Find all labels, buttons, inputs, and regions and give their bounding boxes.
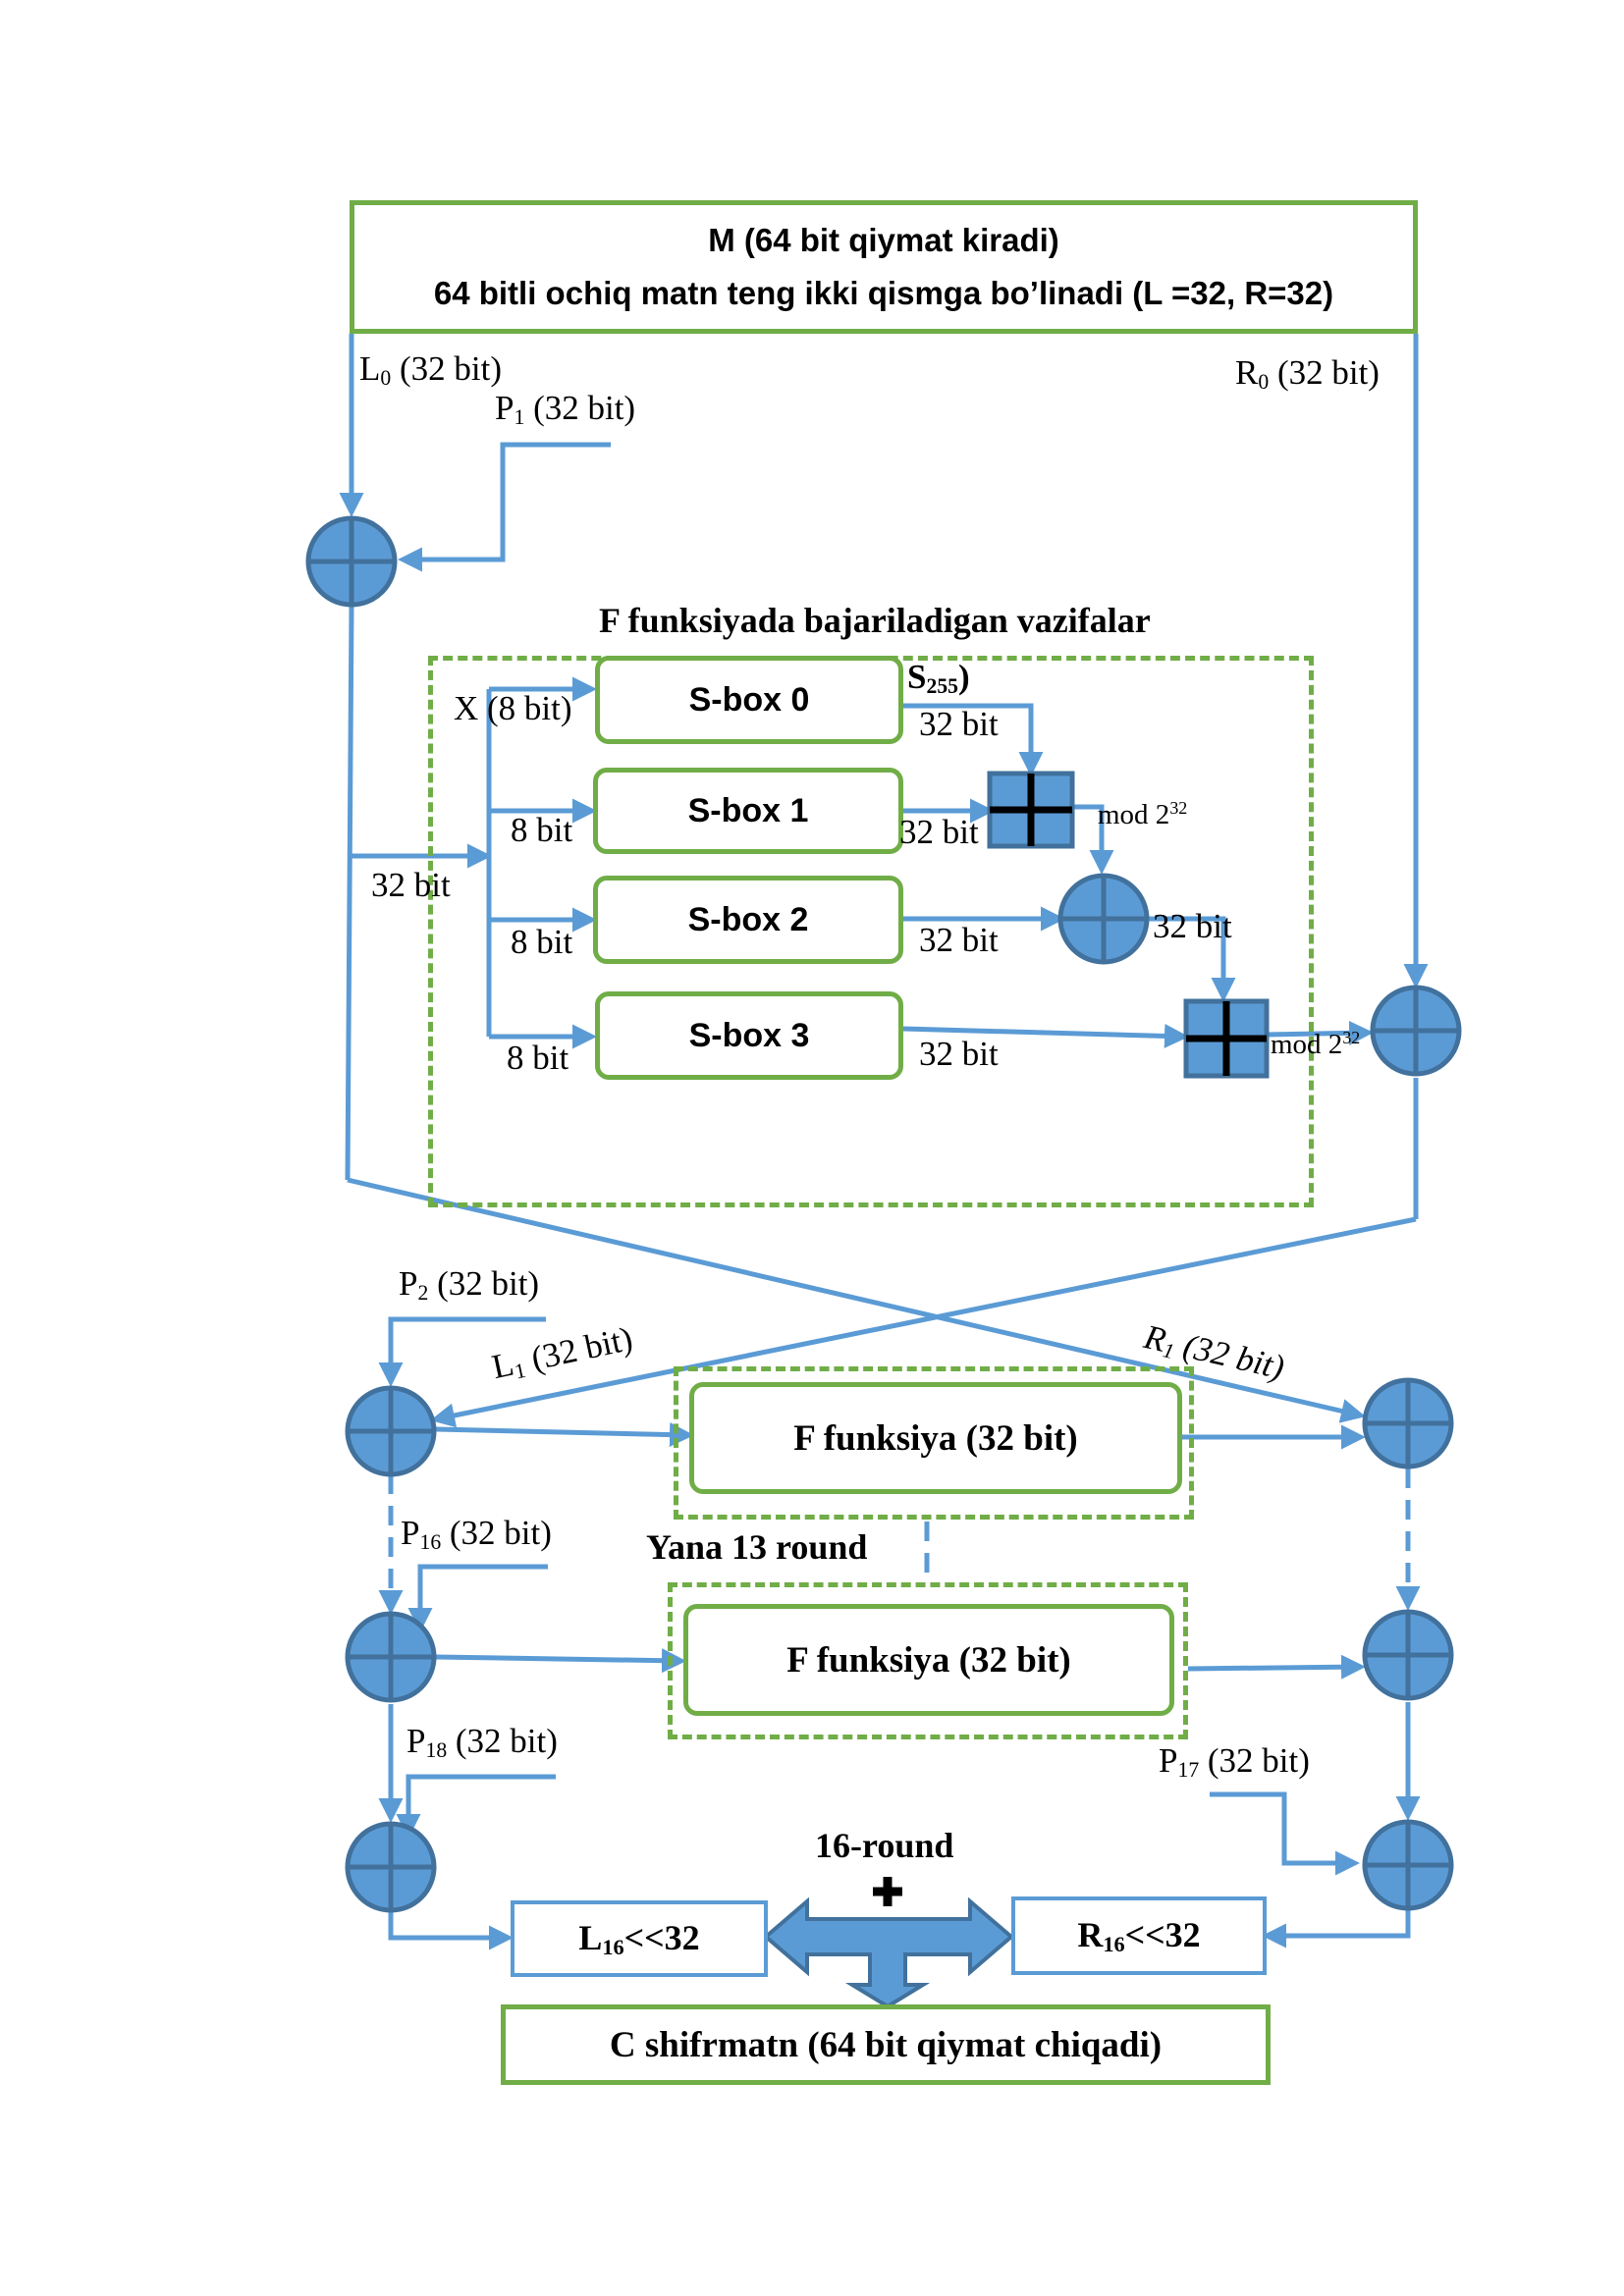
s255-label: S255): [907, 658, 970, 698]
dashed-round-lines: [378, 1468, 1421, 1615]
xor-icon: [1057, 873, 1150, 965]
sbox-0: S-box 0: [595, 656, 903, 744]
mod-add-icon: [987, 771, 1075, 849]
sbox-1: S-box 1: [593, 768, 903, 854]
connector-lines: [339, 334, 1429, 1950]
xor-out-label: 32 bit: [1153, 907, 1232, 945]
f-function-title: F funksiyada bajariladigan vazifalar: [599, 601, 1151, 640]
l0-label: L0 (32 bit): [359, 349, 502, 390]
sbox1-out-label: 32 bit: [899, 813, 979, 851]
p16-label: P16 (32 bit): [401, 1514, 552, 1554]
mod-add-operators: [987, 771, 1270, 1079]
p17-label: P17 (32 bit): [1159, 1741, 1310, 1782]
yana-13-round-label: Yana 13 round: [646, 1527, 868, 1567]
sbox-2: S-box 2: [593, 876, 903, 964]
xor-icon: [1362, 1819, 1454, 1911]
mod-bottom-label: mod 232: [1271, 1028, 1361, 1060]
output-box: C shifrmatn (64 bit qiymat chiqadi): [501, 2004, 1271, 2085]
plus-icon: [873, 1877, 902, 1906]
sbox0-out-label: 32 bit: [919, 705, 999, 743]
xor-icon: [1370, 985, 1462, 1077]
bits-8-label-1: 8 bit: [511, 811, 573, 849]
f-round-1-container: [674, 1366, 1194, 1520]
input-box: M (64 bit qiymat kiradi) 64 bitli ochiq …: [350, 200, 1418, 334]
p2-label: P2 (32 bit): [399, 1264, 540, 1305]
p1-label: P1 (32 bit): [495, 389, 636, 429]
xor-icon: [345, 1385, 437, 1477]
input-title: M (64 bit qiymat kiradi): [708, 222, 1059, 258]
xor-icon: [1362, 1609, 1454, 1701]
r0-label: R0 (32 bit): [1235, 353, 1380, 394]
round-16-label: 16-round: [815, 1826, 954, 1865]
x-input-label: X (8 bit): [454, 689, 572, 727]
f-function-round-1: F funksiya (32 bit): [689, 1382, 1182, 1494]
sbox-3: S-box 3: [595, 991, 903, 1080]
input-description: 64 bitli ochiq matn teng ikki qismga bo’…: [433, 275, 1334, 311]
f-function-round-2: F funksiya (32 bit): [683, 1604, 1174, 1716]
combine-arrow: [762, 1896, 1015, 2009]
mod-top-label: mod 232: [1098, 798, 1188, 830]
r16-shift-box: R16<<32: [1011, 1896, 1267, 1975]
p18-label: P18 (32 bit): [406, 1722, 558, 1762]
f-round-2-container: [668, 1582, 1188, 1739]
xor-icon: [345, 1821, 437, 1913]
sbox2-out-label: 32 bit: [919, 921, 999, 959]
sbox3-out-label: 32 bit: [919, 1035, 999, 1073]
bits-32-left-label: 32 bit: [371, 866, 451, 904]
xor-icon: [305, 515, 398, 608]
xor-operators: [305, 515, 1462, 1913]
bits-8-label-3: 8 bit: [507, 1039, 569, 1077]
l16-shift-box: L16<<32: [511, 1900, 768, 1977]
mod-add-icon: [1183, 998, 1270, 1079]
bits-8-label-2: 8 bit: [511, 923, 573, 961]
xor-icon: [1362, 1377, 1454, 1469]
xor-icon: [345, 1611, 437, 1703]
